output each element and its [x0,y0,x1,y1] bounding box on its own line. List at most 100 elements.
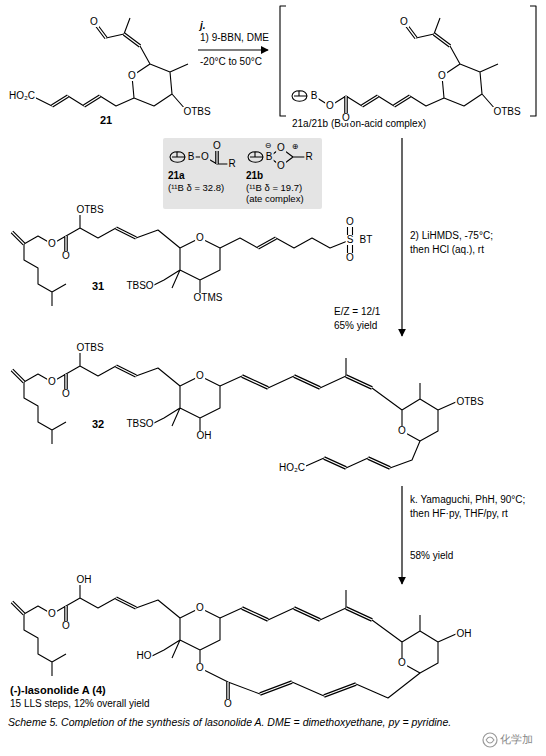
atom-label: O [345,253,355,263]
atom-label: O [276,143,286,153]
atom-label: HO [136,651,153,661]
atom-label: BT [359,235,374,245]
reagent-label: 1) 9-BBN, DME [200,32,269,44]
double-bond [228,682,356,702]
atom-label: O [195,371,205,381]
double-bond [346,96,410,116]
bond [34,96,134,106]
atom-label: OTBS [492,107,521,117]
ester-chain [12,212,180,306]
node-title: 21 [100,114,112,126]
node-title: 21a [168,170,185,181]
atom-label: O [89,17,99,27]
atom-label: O [195,603,205,613]
compound-number: 31 [60,278,120,300]
atom-label: R [304,152,313,162]
atom-label: O [47,609,57,619]
node-note: 21b [246,170,263,181]
bond [220,227,353,253]
pyran-ring [220,590,456,673]
atom-label: B [265,152,274,162]
atom-label: O [276,161,286,171]
bond [200,668,420,698]
atom-label: OH [196,431,213,441]
atom-label: OH [456,629,473,639]
double-bond [215,150,219,164]
atom-label: B [310,91,319,101]
atom-label: OTBS [75,205,104,215]
double-bond [216,150,217,164]
atom-label: B [187,152,196,162]
watermark: 化学加 [500,734,533,746]
reagent-note: 65% yield [334,320,377,332]
watermark-icon [483,733,497,747]
atom-label: R [227,159,236,169]
atom-label: O [47,239,57,249]
bracket [280,6,536,116]
reagent-label: k. Yamaguchi, PhH, 90°C; [410,494,525,506]
atom-label: O [127,71,137,81]
atom-label: OTBS [182,107,211,117]
node-note: (¹¹B δ = 19.7) [246,182,302,193]
grey-panel [163,138,322,209]
atom-label: O [61,251,71,261]
atom-label: O [200,152,210,162]
charge-symbol: ⊕ [292,143,299,151]
reagent-note: then HF·py, THF/py, rt [410,508,508,520]
atom-label: S [346,235,355,245]
double-bond [324,458,390,468]
atom-label: O [61,389,71,399]
atom-label: O [223,699,233,709]
node-note: (¹¹B δ = 32.8) [168,182,224,193]
node-title: 31 [92,280,104,292]
double-bond [228,682,356,702]
reagent-note: E/Z = 12/1 [334,306,380,318]
atom-label: OTMS [193,293,224,303]
bond [191,148,307,166]
double-bond [52,96,100,106]
product-name: (-)-lasonolide A (4)15 LLS steps, 12% ov… [8,586,540,712]
double-bond [346,96,410,116]
atom-label: O [325,101,335,111]
bbn-icon [292,91,307,102]
atom-label: OTBS [455,397,484,407]
double-bond [258,238,276,248]
reagent-note: j. [200,20,206,32]
atom-label: TBSO [125,281,154,291]
pyran-ring [152,608,220,668]
compound-number: 21 [4,4,196,132]
reagent-note: -20°C to 50°C [200,56,262,68]
atom-label: O [212,141,222,151]
ester-chain [12,350,180,444]
pyran-ring [152,238,220,298]
reagent-label: 2) LiHMDS, -75°C; [410,230,493,242]
atom-label: O [195,233,205,243]
scheme-caption: Scheme 5. Completion of the synthesis of… [8,716,478,729]
atom-label: HO₂C [8,91,36,101]
atom-label: O [61,621,71,631]
atom-label: OTBS [75,343,104,353]
node-title: 32 [92,418,104,430]
reaction-arrow [401,486,402,584]
ester-chain [12,582,180,676]
reagent-note: 58% yield [410,550,453,562]
pyran-ring [152,376,220,436]
node-note: (ate complex) [246,193,304,204]
atom-label: TBSO [125,419,154,429]
atom-label: O [399,17,409,27]
double-bond [258,238,276,248]
node-title: 21a/21b (Boron-acid complex) [292,118,426,130]
atom-label: OH [76,575,93,585]
atom-label: O [341,113,351,123]
double-bond [324,458,390,468]
watermark-icon [486,737,494,743]
atom-label: O [397,658,407,668]
atom-label: O [47,377,57,387]
node-note: 15 LLS steps, 12% overall yield [10,698,150,710]
double-bond [52,96,100,106]
pyran-ring [220,358,456,441]
charge-symbol: ⊖ [265,142,272,150]
bond [306,441,420,468]
